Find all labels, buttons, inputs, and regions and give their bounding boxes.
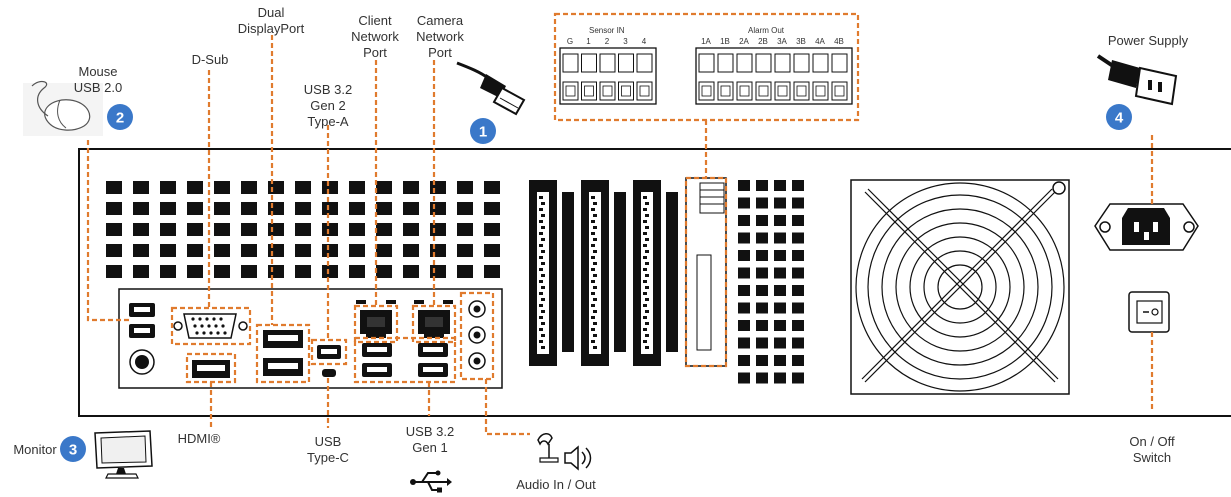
power-plug-icon xyxy=(1096,54,1178,106)
usb32-gen2-label-line1: USB 3.2 xyxy=(304,82,352,97)
speaker-icon xyxy=(564,445,592,471)
camera-port-label-line2: Network xyxy=(416,29,464,44)
monitor-label: Monitor xyxy=(13,442,57,457)
alarm-io-card xyxy=(684,176,728,368)
alarm-out-label: Alarm Out xyxy=(748,26,785,35)
sensor-pin-label: 2 xyxy=(605,37,610,46)
usb32-gen2-label-line3: Type-A xyxy=(307,114,349,129)
ps2-port xyxy=(129,349,155,375)
client-port-label-line1: Client xyxy=(358,13,392,28)
vent-grid xyxy=(106,181,500,278)
mouse-label-line1: Mouse xyxy=(78,64,117,79)
camera-port-label-line3: Port xyxy=(428,45,452,60)
alarm-pin-label: 3A xyxy=(777,37,787,46)
badge-3: 3 xyxy=(60,436,86,462)
terminal-blocks: Sensor IN Alarm Out G 1 2 3 4 1A 1B 2A 2B 3A 3B 4A… xyxy=(553,12,860,122)
ethernet-cable-icon xyxy=(456,61,526,116)
audio-label: Audio In / Out xyxy=(516,477,596,492)
sensor-pin-label: 3 xyxy=(623,37,628,46)
badge-4: 4 xyxy=(1106,104,1132,130)
usb2-ports xyxy=(129,303,155,338)
sensor-pin-label: G xyxy=(567,37,573,46)
sensor-pin-label: 1 xyxy=(586,37,591,46)
alarm-pin-label: 4A xyxy=(815,37,825,46)
svg-text:2: 2 xyxy=(116,110,124,127)
usb-c-label-line1: USB xyxy=(315,434,342,449)
mouse-label-line2: USB 2.0 xyxy=(74,80,122,95)
svg-text:4: 4 xyxy=(1115,110,1124,127)
client-port-label-line2: Network xyxy=(351,29,399,44)
dsub-label: D-Sub xyxy=(192,52,229,67)
sensor-in-label: Sensor IN xyxy=(589,26,625,35)
usb32-gen2-port xyxy=(310,338,348,366)
badge-1: 1 xyxy=(470,118,496,144)
vent-grid-right xyxy=(738,180,804,384)
power-supply-label: Power Supply xyxy=(1108,33,1189,48)
alarm-pin-label: 2B xyxy=(758,37,768,46)
dual-dp-label-line2: DisplayPort xyxy=(238,21,305,36)
dsub-port xyxy=(170,306,252,346)
leader-lines xyxy=(86,35,1154,436)
usb32-gen1-ports xyxy=(353,336,457,384)
usb32-gen1-label-line1: USB 3.2 xyxy=(406,424,454,439)
displayport-ports xyxy=(255,323,311,384)
fan-icon xyxy=(850,179,1070,395)
power-switch-icon xyxy=(1128,291,1170,333)
usb-icon xyxy=(410,470,452,493)
usb-c-port xyxy=(322,369,336,377)
alarm-pin-label: 1A xyxy=(701,37,711,46)
usb-c-label-line2: Type-C xyxy=(307,450,349,465)
onoff-label-line2: Switch xyxy=(1133,450,1171,465)
alarm-pin-label: 2A xyxy=(739,37,749,46)
alarm-pin-label: 1B xyxy=(720,37,730,46)
dual-dp-label-line1: Dual xyxy=(258,5,285,20)
svg-text:1: 1 xyxy=(479,124,487,141)
rj45-ports xyxy=(353,300,457,344)
expansion-slots xyxy=(529,180,678,366)
client-port-label-line3: Port xyxy=(363,45,387,60)
microphone-icon xyxy=(537,433,559,463)
camera-port-label-line1: Camera xyxy=(417,13,464,28)
mouse-icon xyxy=(23,80,103,136)
usb32-gen1-label-line2: Gen 1 xyxy=(412,440,447,455)
alarm-pin-label: 4B xyxy=(834,37,844,46)
hdmi-label: HDMI® xyxy=(178,431,221,446)
sensor-pin-label: 4 xyxy=(642,37,647,46)
usb32-gen2-label-line2: Gen 2 xyxy=(310,98,345,113)
badge-2: 2 xyxy=(107,104,133,130)
power-socket-icon xyxy=(1094,203,1199,251)
audio-jacks xyxy=(459,291,495,381)
onoff-label-line1: On / Off xyxy=(1129,434,1175,449)
monitor-icon xyxy=(94,430,153,479)
svg-text:3: 3 xyxy=(69,442,77,459)
alarm-pin-label: 3B xyxy=(796,37,806,46)
